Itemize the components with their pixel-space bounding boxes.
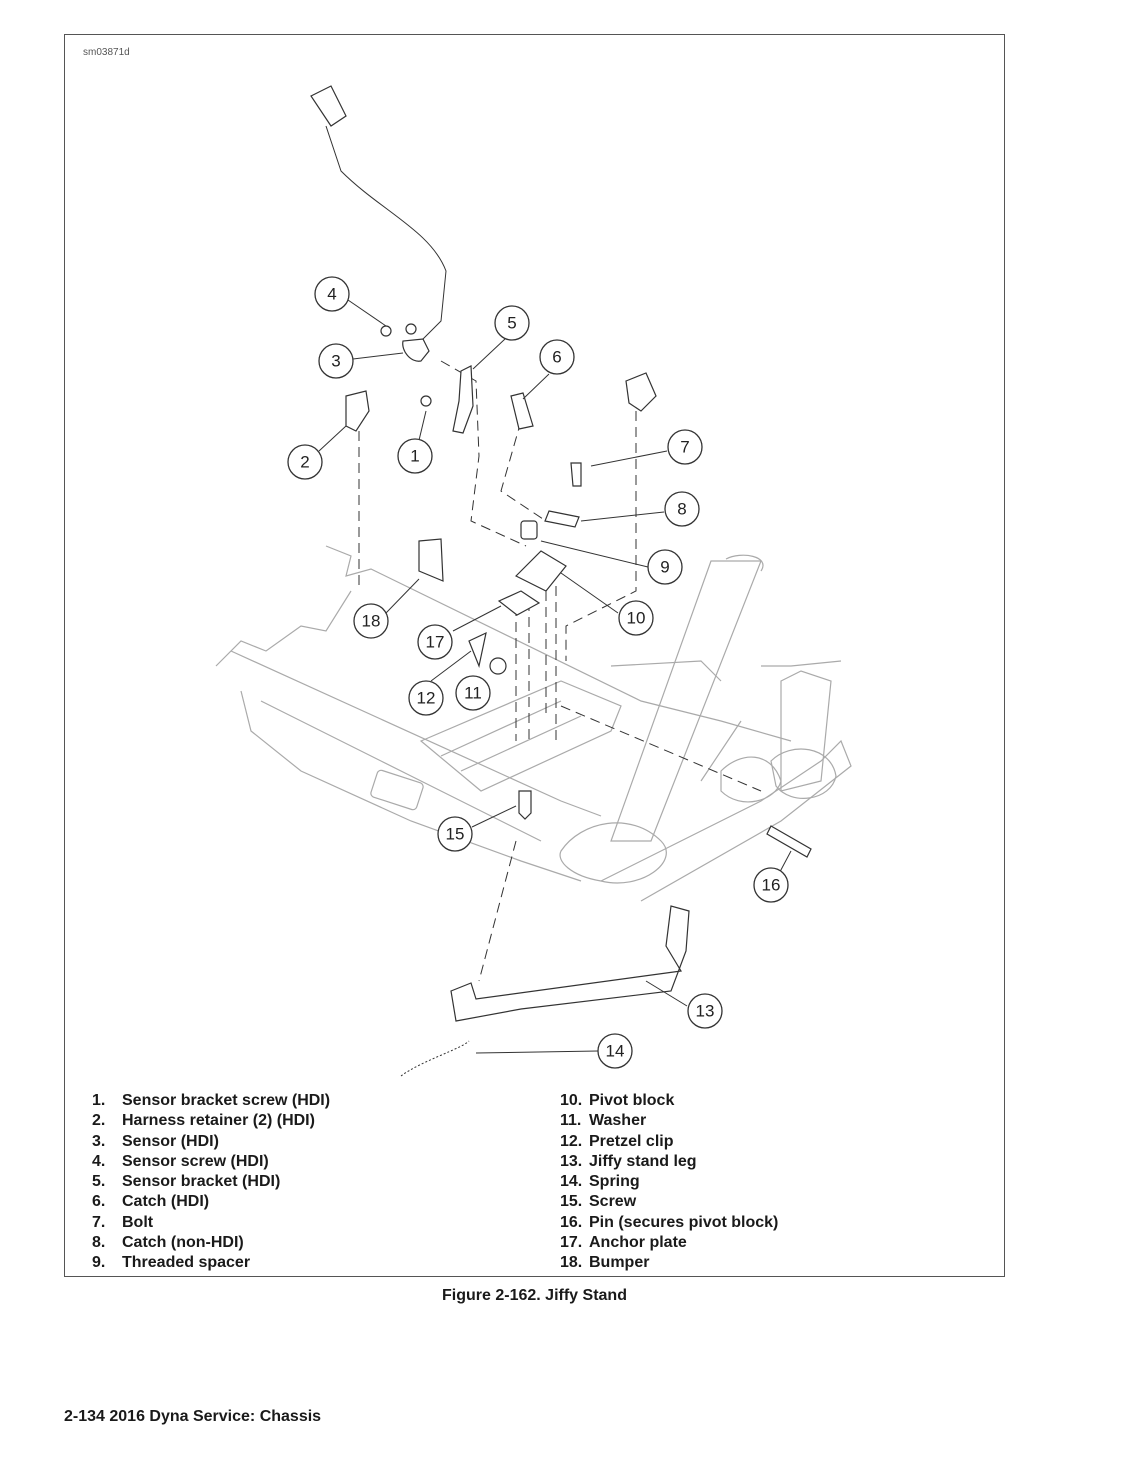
legend-item: 7.Bolt [92, 1213, 154, 1231]
legend-item: 14.Spring [560, 1173, 640, 1191]
legend-left: 1.Sensor bracket screw (HDI) 2.Harness r… [92, 1091, 330, 1274]
legend-item: 9.Threaded spacer [92, 1254, 251, 1272]
legend-item: 4.Sensor screw (HDI) [92, 1152, 269, 1170]
callout-1: 1 [397, 438, 433, 474]
callout-4: 4 [314, 276, 350, 312]
callout-6: 6 [539, 339, 575, 375]
figure-frame: sm03871d [64, 34, 1005, 1277]
svg-text:18: 18 [362, 612, 381, 631]
callout-16: 16 [753, 867, 789, 903]
legend-item: 2.Harness retainer (2) (HDI) [92, 1112, 315, 1130]
callout-10: 10 [618, 600, 654, 636]
frame-drawing [215, 545, 852, 902]
svg-text:4: 4 [327, 285, 336, 304]
exploded-view-illustration: 1 2 3 4 5 6 7 8 9 10 11 12 13 14 15 16 1… [215, 85, 852, 1077]
figure-id-label: sm03871d [83, 47, 130, 58]
callout-7: 7 [667, 429, 703, 465]
svg-text:9: 9 [660, 558, 669, 577]
svg-text:7: 7 [680, 438, 689, 457]
legend-item: 13.Jiffy stand leg [560, 1152, 697, 1170]
legend-item: 10.Pivot block [560, 1092, 675, 1109]
callout-15: 15 [437, 816, 473, 852]
svg-text:10: 10 [627, 609, 646, 628]
callout-18: 18 [353, 603, 389, 639]
svg-text:11: 11 [464, 684, 482, 703]
callout-leaders [318, 299, 792, 1054]
svg-text:6: 6 [552, 348, 561, 367]
legend-item: 5.Sensor bracket (HDI) [92, 1173, 281, 1191]
assembly-lines [358, 360, 762, 982]
svg-text:17: 17 [426, 633, 445, 652]
svg-text:3: 3 [331, 352, 340, 371]
callout-5: 5 [494, 305, 530, 341]
legend-item: 15.Screw [560, 1193, 637, 1211]
page-footer: 2-134 2016 Dyna Service: Chassis [64, 1408, 322, 1425]
legend-item: 17.Anchor plate [560, 1234, 687, 1252]
callout-17: 17 [417, 624, 453, 660]
legend-item: 8.Catch (non-HDI) [92, 1234, 244, 1252]
figure-caption: Figure 2-162. Jiffy Stand [442, 1287, 627, 1304]
callout-13: 13 [687, 993, 723, 1029]
legend-item: 16.Pin (secures pivot block) [560, 1213, 779, 1231]
svg-text:1: 1 [410, 447, 419, 466]
callout-11: 11 [455, 675, 491, 711]
legend-item: 3.Sensor (HDI) [92, 1132, 219, 1150]
legend-right: 10.Pivot block 11.Washer 12.Pretzel clip… [560, 1091, 778, 1274]
callout-8: 8 [664, 491, 700, 527]
legend-item: 12.Pretzel clip [560, 1132, 674, 1150]
legend-item: 18.Bumper [560, 1254, 650, 1272]
svg-text:15: 15 [446, 825, 465, 844]
callout-12: 12 [408, 680, 444, 716]
callout-14: 14 [597, 1033, 633, 1069]
svg-text:16: 16 [762, 876, 781, 895]
callout-3: 3 [318, 343, 354, 379]
callout-9: 9 [647, 549, 683, 585]
parts-drawing [310, 85, 812, 1077]
svg-text:2: 2 [300, 453, 309, 472]
svg-text:12: 12 [417, 689, 436, 708]
svg-text:14: 14 [606, 1042, 625, 1061]
legend-item: 11.Washer [560, 1112, 647, 1130]
svg-text:13: 13 [696, 1002, 715, 1021]
svg-text:5: 5 [507, 314, 516, 333]
callout-2: 2 [287, 444, 323, 480]
svg-text:8: 8 [677, 500, 686, 519]
legend-item: 1.Sensor bracket screw (HDI) [92, 1092, 331, 1109]
legend-item: 6.Catch (HDI) [92, 1193, 210, 1211]
